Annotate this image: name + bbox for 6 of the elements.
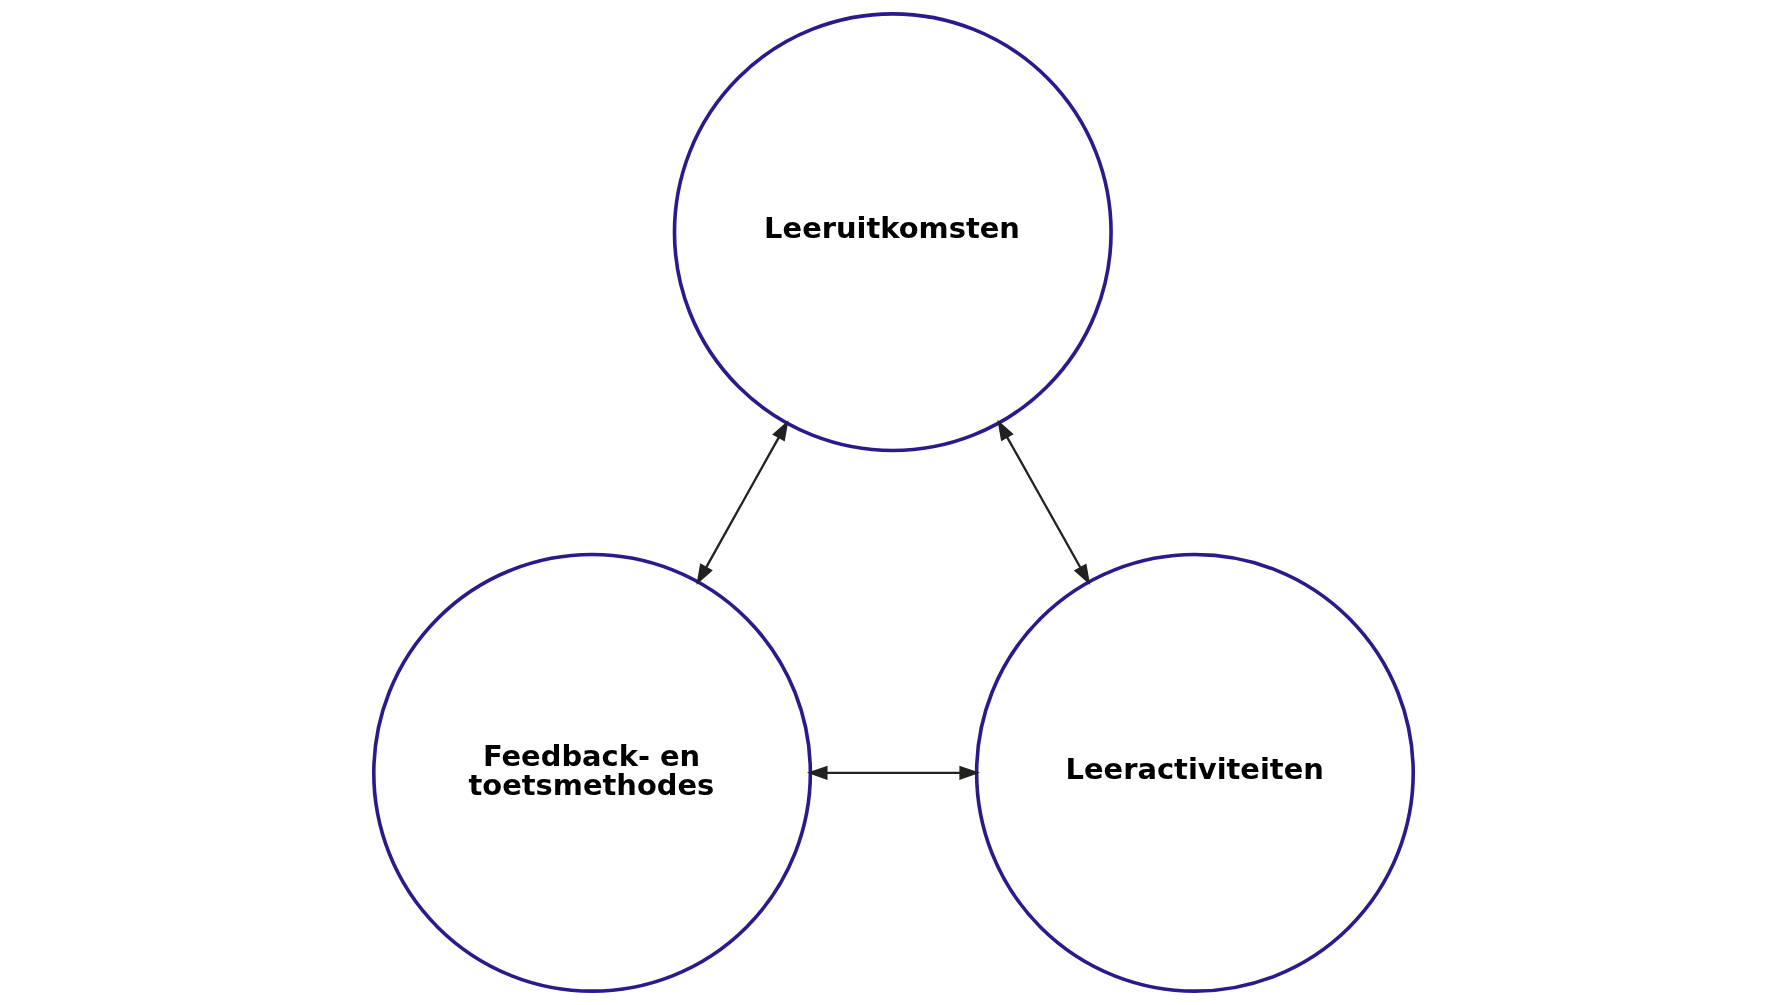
arrow xyxy=(806,765,980,781)
node-circle: Leeruitkomsten xyxy=(672,12,1113,453)
arrow xyxy=(996,419,1090,585)
node-circle: Leeractiviteiten xyxy=(974,552,1415,993)
arrow xyxy=(695,420,788,585)
node-circle: Feedback- en toetsmethodes xyxy=(371,552,812,993)
